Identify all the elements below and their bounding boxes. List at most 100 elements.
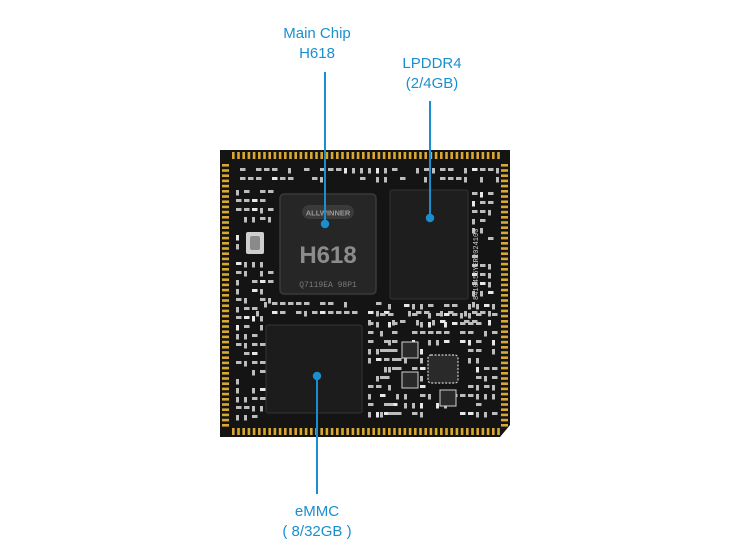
passive-component <box>468 385 474 388</box>
passive-component <box>448 311 454 314</box>
edge-pad <box>501 184 508 188</box>
passive-component <box>288 302 294 305</box>
emmc-leader-dot <box>312 371 322 381</box>
passive-component <box>468 313 471 319</box>
passive-component <box>440 168 446 171</box>
passive-component <box>392 340 398 343</box>
passive-component <box>480 168 486 171</box>
edge-pad <box>232 428 235 435</box>
passive-component <box>436 403 439 409</box>
passive-component <box>488 168 494 171</box>
passive-component <box>460 313 463 319</box>
edge-pad <box>222 169 229 172</box>
passive-component <box>440 320 446 323</box>
passive-component <box>476 412 479 418</box>
passive-component <box>244 352 250 355</box>
edge-pad <box>222 372 229 375</box>
passive-component <box>344 302 347 308</box>
passive-component <box>412 367 418 370</box>
edge-pad <box>424 152 427 159</box>
edge-pad <box>419 428 422 435</box>
passive-component <box>384 376 390 379</box>
edge-pad <box>501 418 508 422</box>
passive-component <box>476 367 479 373</box>
passive-component <box>236 208 242 211</box>
passive-components <box>236 168 499 421</box>
passive-component <box>388 403 394 406</box>
edge-pad <box>501 278 508 281</box>
main-chip-leader-dot <box>320 219 330 229</box>
passive-component <box>444 304 450 307</box>
passive-component <box>488 320 491 326</box>
passive-component <box>484 385 490 388</box>
edge-pad <box>466 152 469 159</box>
edge-pad <box>429 428 433 435</box>
edge-pad <box>501 413 508 417</box>
passive-component <box>488 192 494 195</box>
passive-component <box>236 280 239 286</box>
edge-pad <box>501 403 508 406</box>
edge-pad <box>222 278 229 281</box>
passive-component <box>452 322 458 325</box>
passive-component <box>404 358 407 364</box>
emmc-package <box>265 324 363 414</box>
edge-pad <box>222 184 229 188</box>
passive-component <box>400 320 406 323</box>
edge-pad <box>222 252 229 255</box>
lpddr4-side-text: 8410455YER2024100 <box>473 229 481 300</box>
passive-component <box>260 199 266 202</box>
passive-component <box>388 349 394 352</box>
small-ic <box>401 341 419 359</box>
passive-component <box>420 322 423 328</box>
passive-component <box>444 313 450 316</box>
passive-component <box>472 192 478 195</box>
passive-component <box>480 311 486 314</box>
passive-component <box>268 208 274 211</box>
passive-component <box>408 311 411 317</box>
passive-component <box>496 177 499 183</box>
passive-component <box>376 358 382 361</box>
passive-component <box>472 282 478 285</box>
edge-pad <box>222 340 229 344</box>
passive-component <box>404 304 410 307</box>
passive-component <box>376 168 379 174</box>
passive-component <box>248 177 254 180</box>
edge-pad <box>501 283 508 287</box>
passive-component <box>376 349 379 355</box>
edge-pad <box>501 174 508 177</box>
passive-component <box>384 367 387 373</box>
passive-component <box>320 302 326 305</box>
passive-component <box>492 412 498 415</box>
passive-component <box>476 313 482 316</box>
passive-component <box>468 331 474 334</box>
edge-pad <box>455 428 459 435</box>
edge-pad <box>273 152 277 159</box>
passive-component <box>244 325 250 328</box>
passive-component <box>436 340 439 346</box>
passive-component <box>492 376 498 379</box>
passive-component <box>260 370 266 373</box>
edge-pad <box>414 428 417 435</box>
passive-component <box>468 412 474 415</box>
passive-component <box>368 311 374 314</box>
edge-pad <box>501 190 508 193</box>
passive-component <box>476 394 479 400</box>
edge-pad <box>382 428 386 435</box>
passive-component <box>244 208 250 211</box>
passive-component <box>236 289 239 295</box>
passive-component <box>336 311 342 314</box>
passive-component <box>260 388 266 391</box>
passive-component <box>476 304 479 310</box>
main-chip-logo-badge <box>302 205 354 219</box>
passive-component <box>304 168 310 171</box>
passive-component <box>476 376 482 379</box>
passive-component <box>480 273 486 276</box>
passive-component <box>256 311 259 317</box>
passive-component <box>468 358 471 364</box>
edge-pad <box>486 152 490 159</box>
edge-pad <box>372 428 375 435</box>
main-chip-label: Main Chip H618 <box>247 24 387 64</box>
edge-pad <box>222 320 229 323</box>
passive-component <box>236 316 242 319</box>
passive-component <box>392 168 398 171</box>
